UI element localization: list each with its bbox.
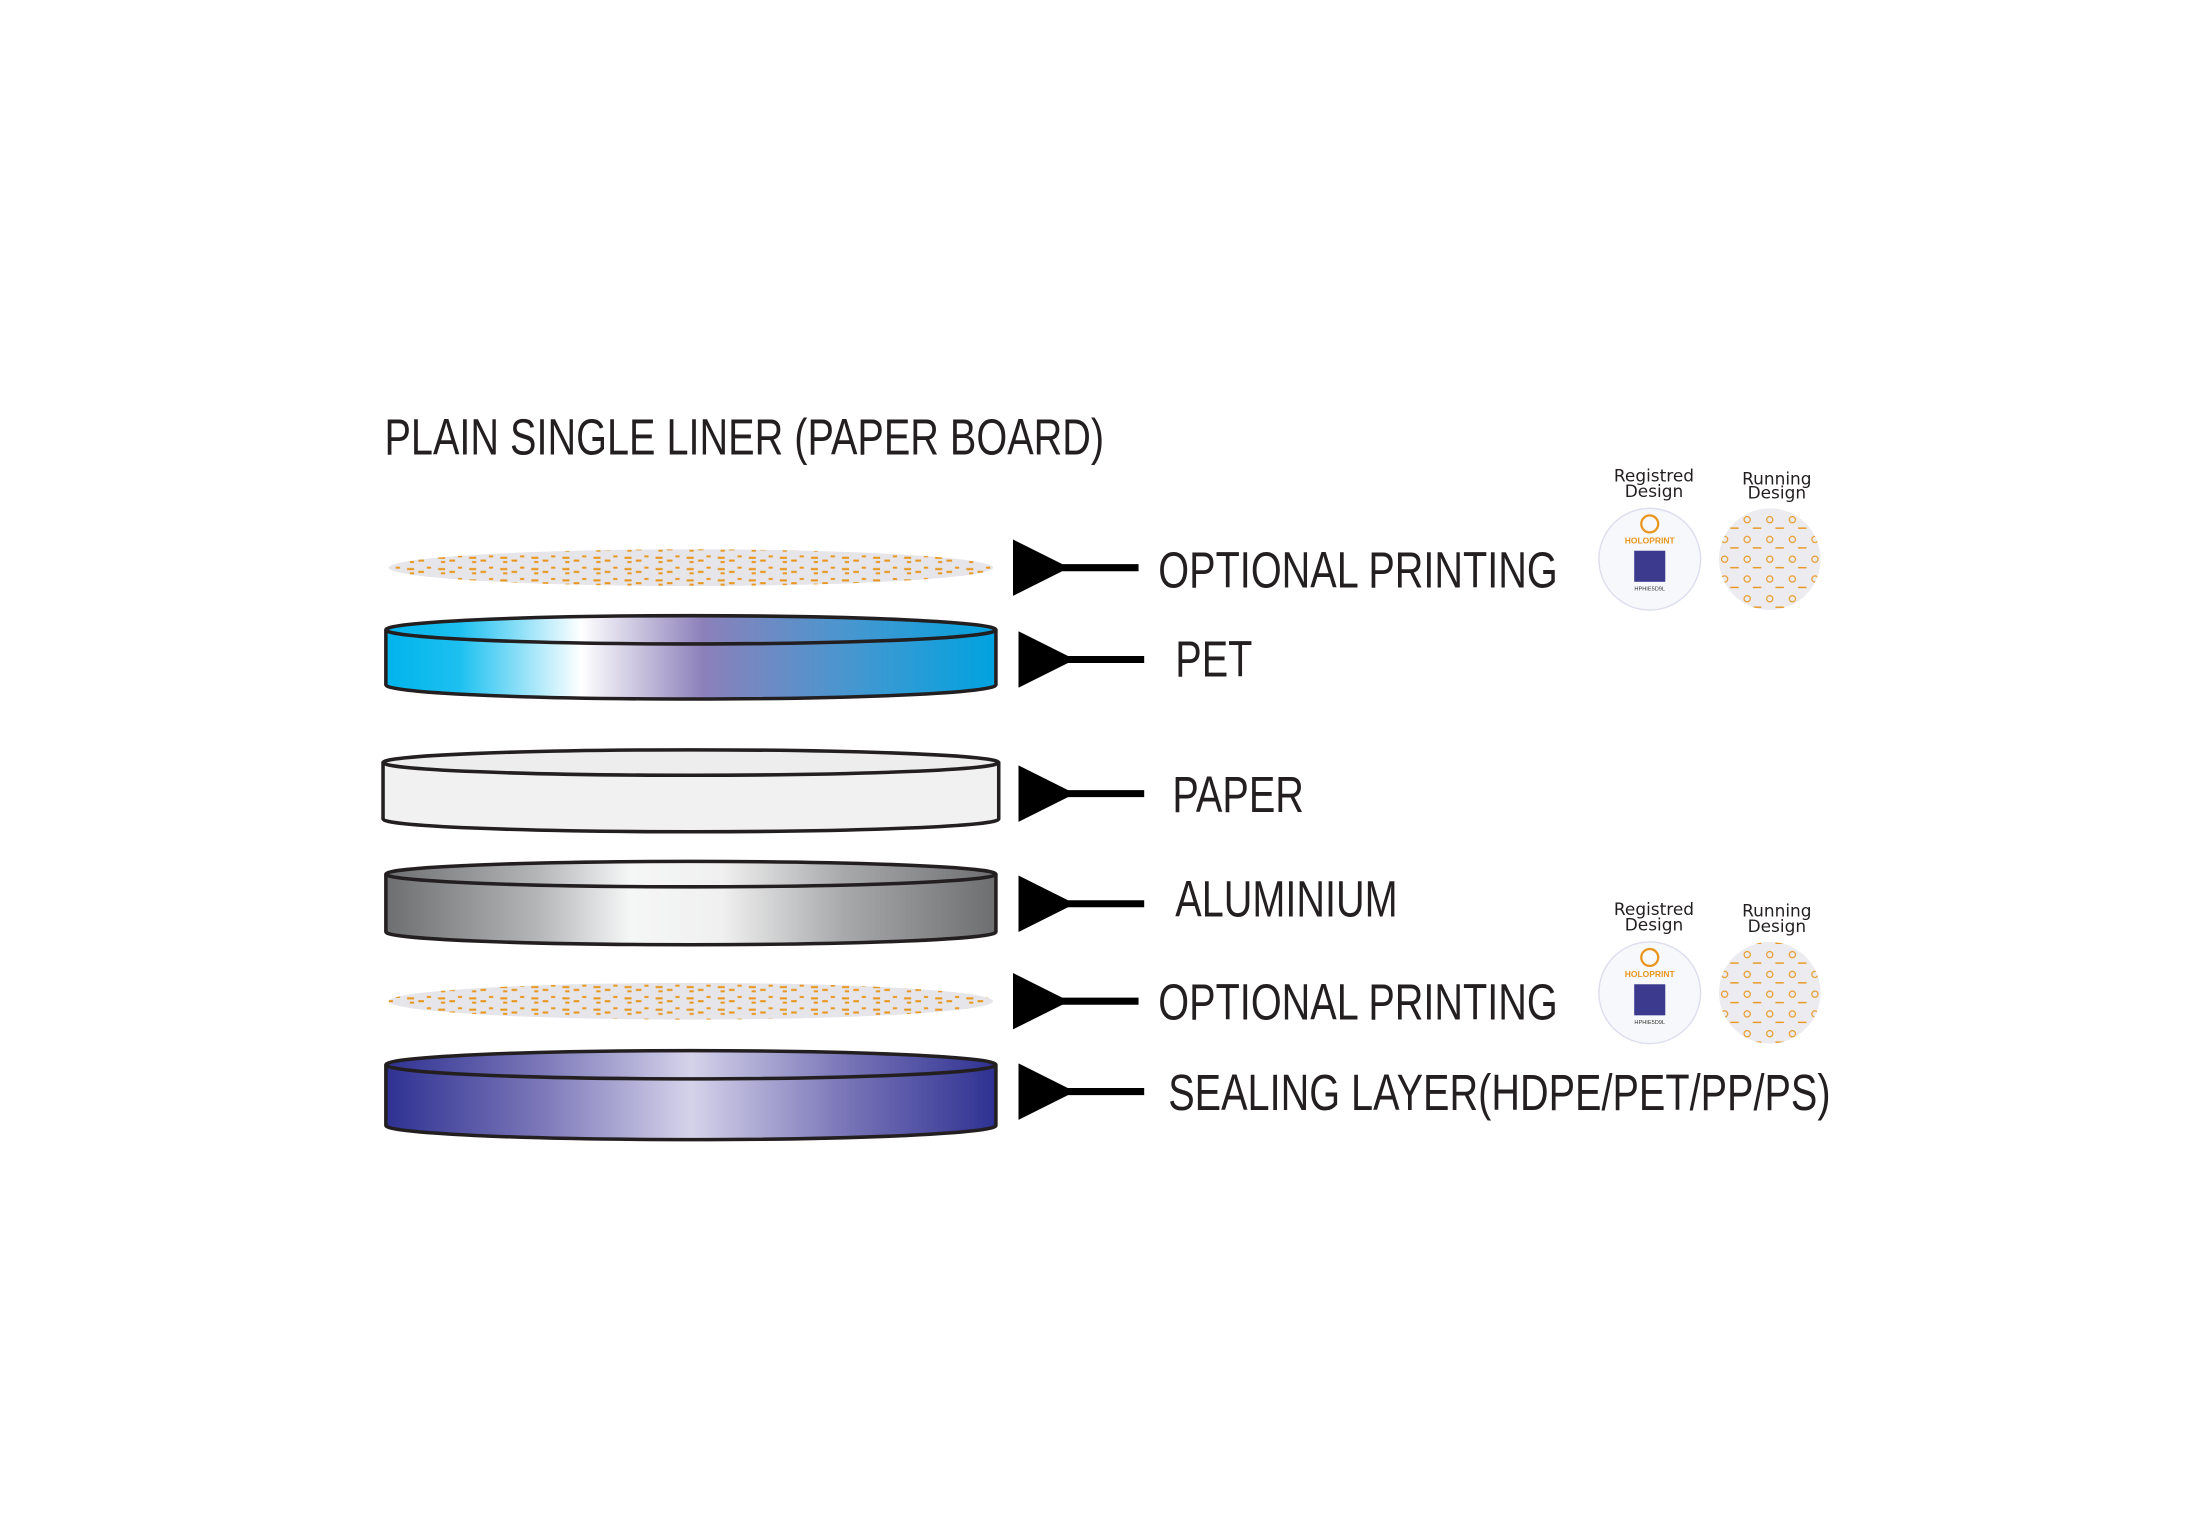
optional-printing-disc-bottom — [388, 982, 994, 1020]
layer-label: PET — [1175, 631, 1252, 688]
code-text: HPHIE5D9L — [1634, 586, 1665, 592]
holoprint-logo-icon — [1640, 514, 1660, 534]
holoprint-logo-icon — [1640, 947, 1660, 968]
registered-design-label: Registred — [1614, 466, 1694, 486]
sample-designs-bottom: Registred Design HOLOPRINT HPHIE5D9L Run… — [1598, 899, 1821, 1045]
pet-disc — [384, 613, 998, 701]
qr-code-icon — [1634, 984, 1666, 1016]
layer-label: PAPER — [1172, 766, 1303, 823]
brand-text: HOLOPRINT — [1625, 969, 1676, 979]
optional-printing-disc-top — [388, 549, 994, 587]
qr-code-icon — [1634, 550, 1666, 582]
paper-disc — [381, 748, 1001, 834]
aluminium-disc — [384, 859, 998, 947]
running-design-label: Running — [1742, 900, 1811, 920]
layer-label: OPTIONAL PRINTING — [1158, 974, 1557, 1031]
running-design-label: Design — [1748, 916, 1806, 936]
sealing-layer-disc — [384, 1048, 998, 1142]
running-design-label: Running — [1742, 468, 1811, 488]
sample-designs-top: Registred Design HOLOPRINT HPHIE5D9L Run… — [1598, 466, 1821, 611]
running-design-label: Design — [1748, 482, 1806, 502]
running-design-sample — [1718, 941, 1821, 1044]
code-text: HPHIE5D9L — [1634, 1020, 1665, 1026]
diagram-title: PLAIN SINGLE LINER (PAPER BOARD) — [384, 409, 1104, 466]
registered-design-label: Registred — [1614, 899, 1694, 919]
layer-label: ALUMINIUM — [1175, 871, 1397, 928]
running-design-sample — [1718, 508, 1821, 611]
layer-label: OPTIONAL PRINTING — [1158, 542, 1557, 599]
layer-label: SEALING LAYER(HDPE/PET/PP/PS) — [1168, 1064, 1830, 1121]
registered-design-label: Design — [1625, 915, 1683, 935]
registered-design-label: Design — [1625, 481, 1683, 501]
brand-text: HOLOPRINT — [1625, 536, 1676, 546]
